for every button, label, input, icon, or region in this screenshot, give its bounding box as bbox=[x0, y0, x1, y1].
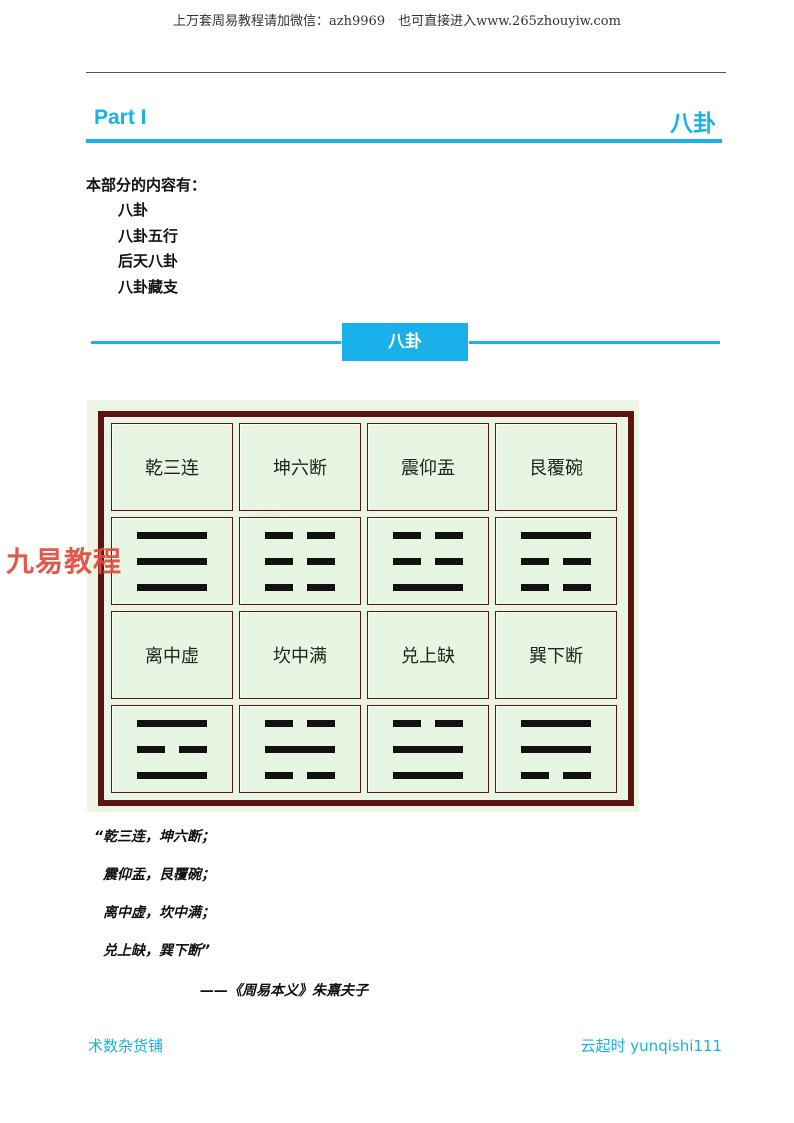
verse-line: 震仰盂，艮覆碗； bbox=[103, 867, 215, 883]
yang-line bbox=[393, 772, 463, 779]
toc-list: 八卦 八卦五行 后天八卦 八卦藏支 bbox=[118, 198, 178, 300]
trigram-symbol bbox=[240, 518, 360, 604]
verse-line: “乾三连，坤六断； bbox=[94, 829, 216, 845]
trigram-name-cell: 坤六断 bbox=[239, 423, 361, 511]
trigram-name-cell: 离中虚 bbox=[111, 611, 233, 699]
watermark: 九易教程 bbox=[6, 545, 123, 578]
trigram-symbol bbox=[496, 518, 616, 604]
yang-line bbox=[393, 584, 463, 591]
trigram-symbol bbox=[368, 706, 488, 792]
yin-line-segment bbox=[137, 746, 165, 753]
verse: “乾三连，坤六断； 震仰盂，艮覆碗； 离中虚，坎中满； 兑上缺，巽下断” bbox=[94, 826, 215, 978]
trigram-name-cell: 乾三连 bbox=[111, 423, 233, 511]
trigram-symbol-cell bbox=[239, 517, 361, 605]
yin-line-segment bbox=[265, 558, 293, 565]
trigram-name: 离中虚 bbox=[145, 646, 199, 667]
trigram-name: 乾三连 bbox=[145, 458, 199, 479]
yin-line-segment bbox=[563, 584, 591, 591]
toc-item-bagua-wuxing: 八卦五行 bbox=[118, 226, 179, 245]
footer-right: 云起时 yunqishi111 bbox=[580, 1037, 722, 1055]
yin-line-segment bbox=[521, 772, 549, 779]
yin-line-segment bbox=[307, 532, 335, 539]
trigram-name: 巽下断 bbox=[529, 646, 583, 667]
header-note: 上万套周易教程请加微信：azh9969 也可直接进入www.265zhouyiw… bbox=[173, 14, 621, 29]
trigram-symbol bbox=[240, 706, 360, 792]
yin-line-segment bbox=[179, 746, 207, 753]
yang-line bbox=[265, 746, 335, 753]
yang-line bbox=[393, 746, 463, 753]
trigram-grid: 乾三连 坤六断 震仰盂 艮覆碗离中虚 坎中满 兑上缺 巽下断 bbox=[111, 423, 621, 793]
toc-item-houtian-bagua: 后天八卦 bbox=[118, 252, 179, 270]
yin-line-segment bbox=[307, 772, 335, 779]
toc-item-bagua: 八卦 bbox=[118, 201, 149, 219]
trigram-name: 震仰盂 bbox=[401, 458, 455, 479]
part-rule bbox=[86, 139, 722, 143]
yin-line-segment bbox=[563, 772, 591, 779]
trigram-name-cell: 震仰盂 bbox=[367, 423, 489, 511]
trigram-symbol-cell bbox=[111, 517, 233, 605]
trigram-symbol-cell bbox=[367, 705, 489, 793]
trigram-name-cell: 艮覆碗 bbox=[495, 423, 617, 511]
yin-line-segment bbox=[307, 584, 335, 591]
trigram-symbol bbox=[112, 518, 232, 604]
trigram-frame: 乾三连 坤六断 震仰盂 艮覆碗离中虚 坎中满 兑上缺 巽下断 bbox=[98, 411, 634, 806]
yin-line-segment bbox=[435, 720, 463, 727]
yang-line bbox=[521, 720, 591, 727]
yin-line-segment bbox=[393, 558, 421, 565]
yin-line-segment bbox=[265, 720, 293, 727]
trigram-symbol bbox=[112, 706, 232, 792]
footer-left: 术数杂货铺 bbox=[88, 1037, 164, 1055]
top-rule bbox=[86, 72, 726, 73]
part-title: 八卦 bbox=[670, 111, 716, 137]
toc-heading: 本部分的内容有： bbox=[86, 176, 207, 194]
yin-line-segment bbox=[307, 720, 335, 727]
yin-line-segment bbox=[393, 532, 421, 539]
trigram-figure: 乾三连 坤六断 震仰盂 艮覆碗离中虚 坎中满 兑上缺 巽下断 bbox=[87, 400, 639, 812]
yang-line bbox=[137, 720, 207, 727]
trigram-symbol-cell bbox=[495, 705, 617, 793]
trigram-symbol bbox=[368, 518, 488, 604]
yin-line-segment bbox=[393, 720, 421, 727]
trigram-name: 艮覆碗 bbox=[529, 458, 583, 479]
yin-line-segment bbox=[265, 772, 293, 779]
verse-source: ——《周易本义》朱熹夫子 bbox=[200, 983, 368, 999]
yin-line-segment bbox=[435, 558, 463, 565]
trigram-name: 坤六断 bbox=[273, 458, 327, 479]
yin-line-segment bbox=[265, 532, 293, 539]
yang-line bbox=[137, 532, 207, 539]
trigram-name: 坎中满 bbox=[273, 646, 327, 667]
trigram-symbol-cell bbox=[367, 517, 489, 605]
toc-item-bagua-zangzhi: 八卦藏支 bbox=[118, 277, 179, 296]
part-label: Part I bbox=[94, 106, 147, 129]
yin-line-segment bbox=[521, 558, 549, 565]
yang-line bbox=[521, 746, 591, 753]
trigram-name-cell: 兑上缺 bbox=[367, 611, 489, 699]
trigram-symbol-cell bbox=[111, 705, 233, 793]
yin-line-segment bbox=[265, 584, 293, 591]
trigram-name-cell: 巽下断 bbox=[495, 611, 617, 699]
verse-line: 兑上缺，巽下断” bbox=[103, 943, 211, 959]
yin-line-segment bbox=[435, 532, 463, 539]
trigram-name: 兑上缺 bbox=[401, 646, 455, 667]
trigram-symbol-cell bbox=[239, 705, 361, 793]
trigram-symbol bbox=[496, 706, 616, 792]
section-title: 八卦 bbox=[341, 322, 469, 362]
trigram-symbol-cell bbox=[495, 517, 617, 605]
yang-line bbox=[521, 532, 591, 539]
verse-line: 离中虚，坎中满； bbox=[103, 905, 215, 921]
yang-line bbox=[137, 584, 207, 591]
yin-line-segment bbox=[521, 584, 549, 591]
yin-line-segment bbox=[307, 558, 335, 565]
yang-line bbox=[137, 772, 207, 779]
yang-line bbox=[137, 558, 207, 565]
trigram-name-cell: 坎中满 bbox=[239, 611, 361, 699]
yin-line-segment bbox=[563, 558, 591, 565]
